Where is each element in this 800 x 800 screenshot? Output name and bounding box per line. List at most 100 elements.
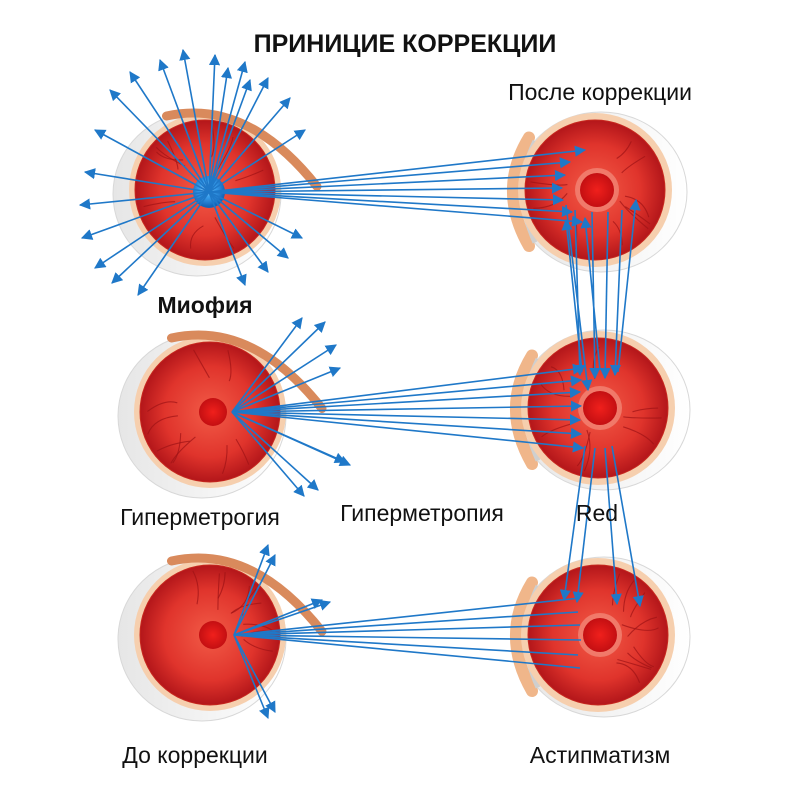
blood-vessel: [170, 436, 196, 464]
ray-arrow-icon: [233, 554, 276, 636]
eye-before-correction: [117, 553, 327, 722]
ray-arrow-icon: [208, 182, 564, 194]
pupil: [583, 618, 617, 652]
ray-arrow-icon: [208, 191, 289, 259]
label-red: Red: [576, 500, 618, 526]
blood-vessel: [156, 151, 184, 161]
ray-arrow-icon: [231, 400, 583, 413]
blood-vessel: [231, 602, 262, 614]
ray-arrow-icon: [208, 191, 304, 239]
blood-vessel: [623, 416, 662, 419]
ray-arrow-icon: [208, 78, 252, 193]
ray-arrow-icon: [599, 211, 611, 380]
blood-vessel: [147, 401, 178, 412]
ray-arrow-icon: [233, 634, 270, 720]
ray-arrow-icon: [231, 411, 585, 453]
rays-layer: [78, 48, 644, 720]
blood-vessel: [235, 438, 250, 465]
blood-vessel: [619, 200, 649, 230]
label-hypermetrogia: Гиперметрогия: [120, 504, 280, 530]
ray-arrow-icon: [208, 191, 574, 218]
blood-vessel: [583, 429, 591, 472]
ray-arrow-icon: [231, 411, 352, 466]
blood-vessel: [230, 585, 250, 614]
eye-after-correction-middle: [510, 329, 691, 491]
pupil: [583, 391, 617, 425]
blood-vessel: [621, 155, 646, 174]
pupil: [199, 398, 227, 426]
ray-arrow-icon: [231, 411, 582, 426]
blood-vessel: [217, 572, 226, 599]
ray-arrow-icon: [231, 411, 305, 497]
blood-vessel: [621, 624, 659, 631]
blood-vessel: [217, 573, 220, 610]
ray-arrow-icon: [231, 375, 583, 413]
blood-vessel: [147, 415, 178, 435]
ray-arrow-icon: [231, 411, 583, 439]
ray-arrow-icon: [233, 543, 270, 636]
light-ray: [233, 634, 582, 641]
blood-vessel: [193, 349, 210, 379]
ray-arrow-icon: [208, 60, 248, 193]
blood-vessel: [221, 445, 228, 474]
blood-vessel: [627, 616, 658, 637]
blood-vessel: [627, 652, 652, 669]
ray-arrow-icon: [231, 411, 319, 491]
ray-arrow-icon: [580, 216, 601, 371]
ray-arrow-icon: [208, 157, 572, 193]
ray-arrow-icon: [561, 218, 583, 373]
blood-vessel: [633, 646, 654, 668]
blood-vessel: [235, 169, 264, 182]
ray-arrow-icon: [208, 129, 306, 193]
ray-arrow-icon: [109, 89, 210, 193]
label-myopia: Миофия: [157, 292, 252, 318]
ray-arrow-icon: [611, 445, 644, 608]
ray-arrow-icon: [617, 198, 641, 373]
ray-arrow-icon: [129, 71, 210, 193]
ray-arrow-icon: [231, 366, 342, 413]
blood-vessel: [612, 220, 623, 246]
ray-arrow-icon: [231, 386, 582, 413]
ray-arrow-icon: [208, 191, 269, 273]
label-astigmatism: Астипматизм: [530, 742, 671, 768]
eye-after-correction-top: [507, 111, 688, 273]
ray-arrow-icon: [158, 58, 210, 193]
eyelid: [167, 553, 327, 636]
ray-arrow-icon: [609, 209, 623, 377]
light-ray: [233, 634, 581, 669]
light-ray: [233, 611, 579, 636]
blood-vessel: [189, 225, 204, 249]
ray-arrow-icon: [94, 191, 210, 269]
ray-arrow-icon: [208, 97, 291, 193]
ray-arrow-icon: [231, 344, 337, 413]
ray-arrow-icon: [233, 634, 276, 713]
blood-vessel: [156, 440, 190, 452]
blood-vessel: [143, 201, 176, 208]
ray-arrow-icon: [208, 77, 269, 193]
ray-arrow-icon: [233, 599, 332, 636]
blood-vessel: [217, 136, 234, 169]
ray-arrow-icon: [559, 445, 586, 602]
ray-arrow-icon: [572, 447, 596, 604]
ray-arrow-icon: [604, 447, 622, 606]
blood-vessel: [617, 658, 652, 670]
ray-arrow-icon: [231, 363, 585, 413]
blood-vessel: [550, 366, 565, 391]
eyelid: [510, 576, 538, 697]
label-before-correction: До коррекции: [122, 742, 267, 768]
ray-arrow-icon: [231, 317, 303, 413]
blood-vessel: [622, 580, 635, 612]
label-after-correction: После коррекции: [508, 79, 692, 105]
light-ray: [233, 597, 581, 636]
blood-vessel: [625, 206, 651, 225]
ray-arrow-icon: [231, 321, 326, 413]
blood-vessel: [541, 423, 571, 438]
ray-arrow-icon: [179, 48, 210, 193]
ray-arrow-icon: [83, 168, 210, 193]
label-hypermetropia: Гиперметропия: [340, 500, 504, 526]
pupil: [580, 173, 614, 207]
ray-arrow-icon: [589, 211, 601, 380]
eye-hypermetrogia: [117, 330, 327, 499]
